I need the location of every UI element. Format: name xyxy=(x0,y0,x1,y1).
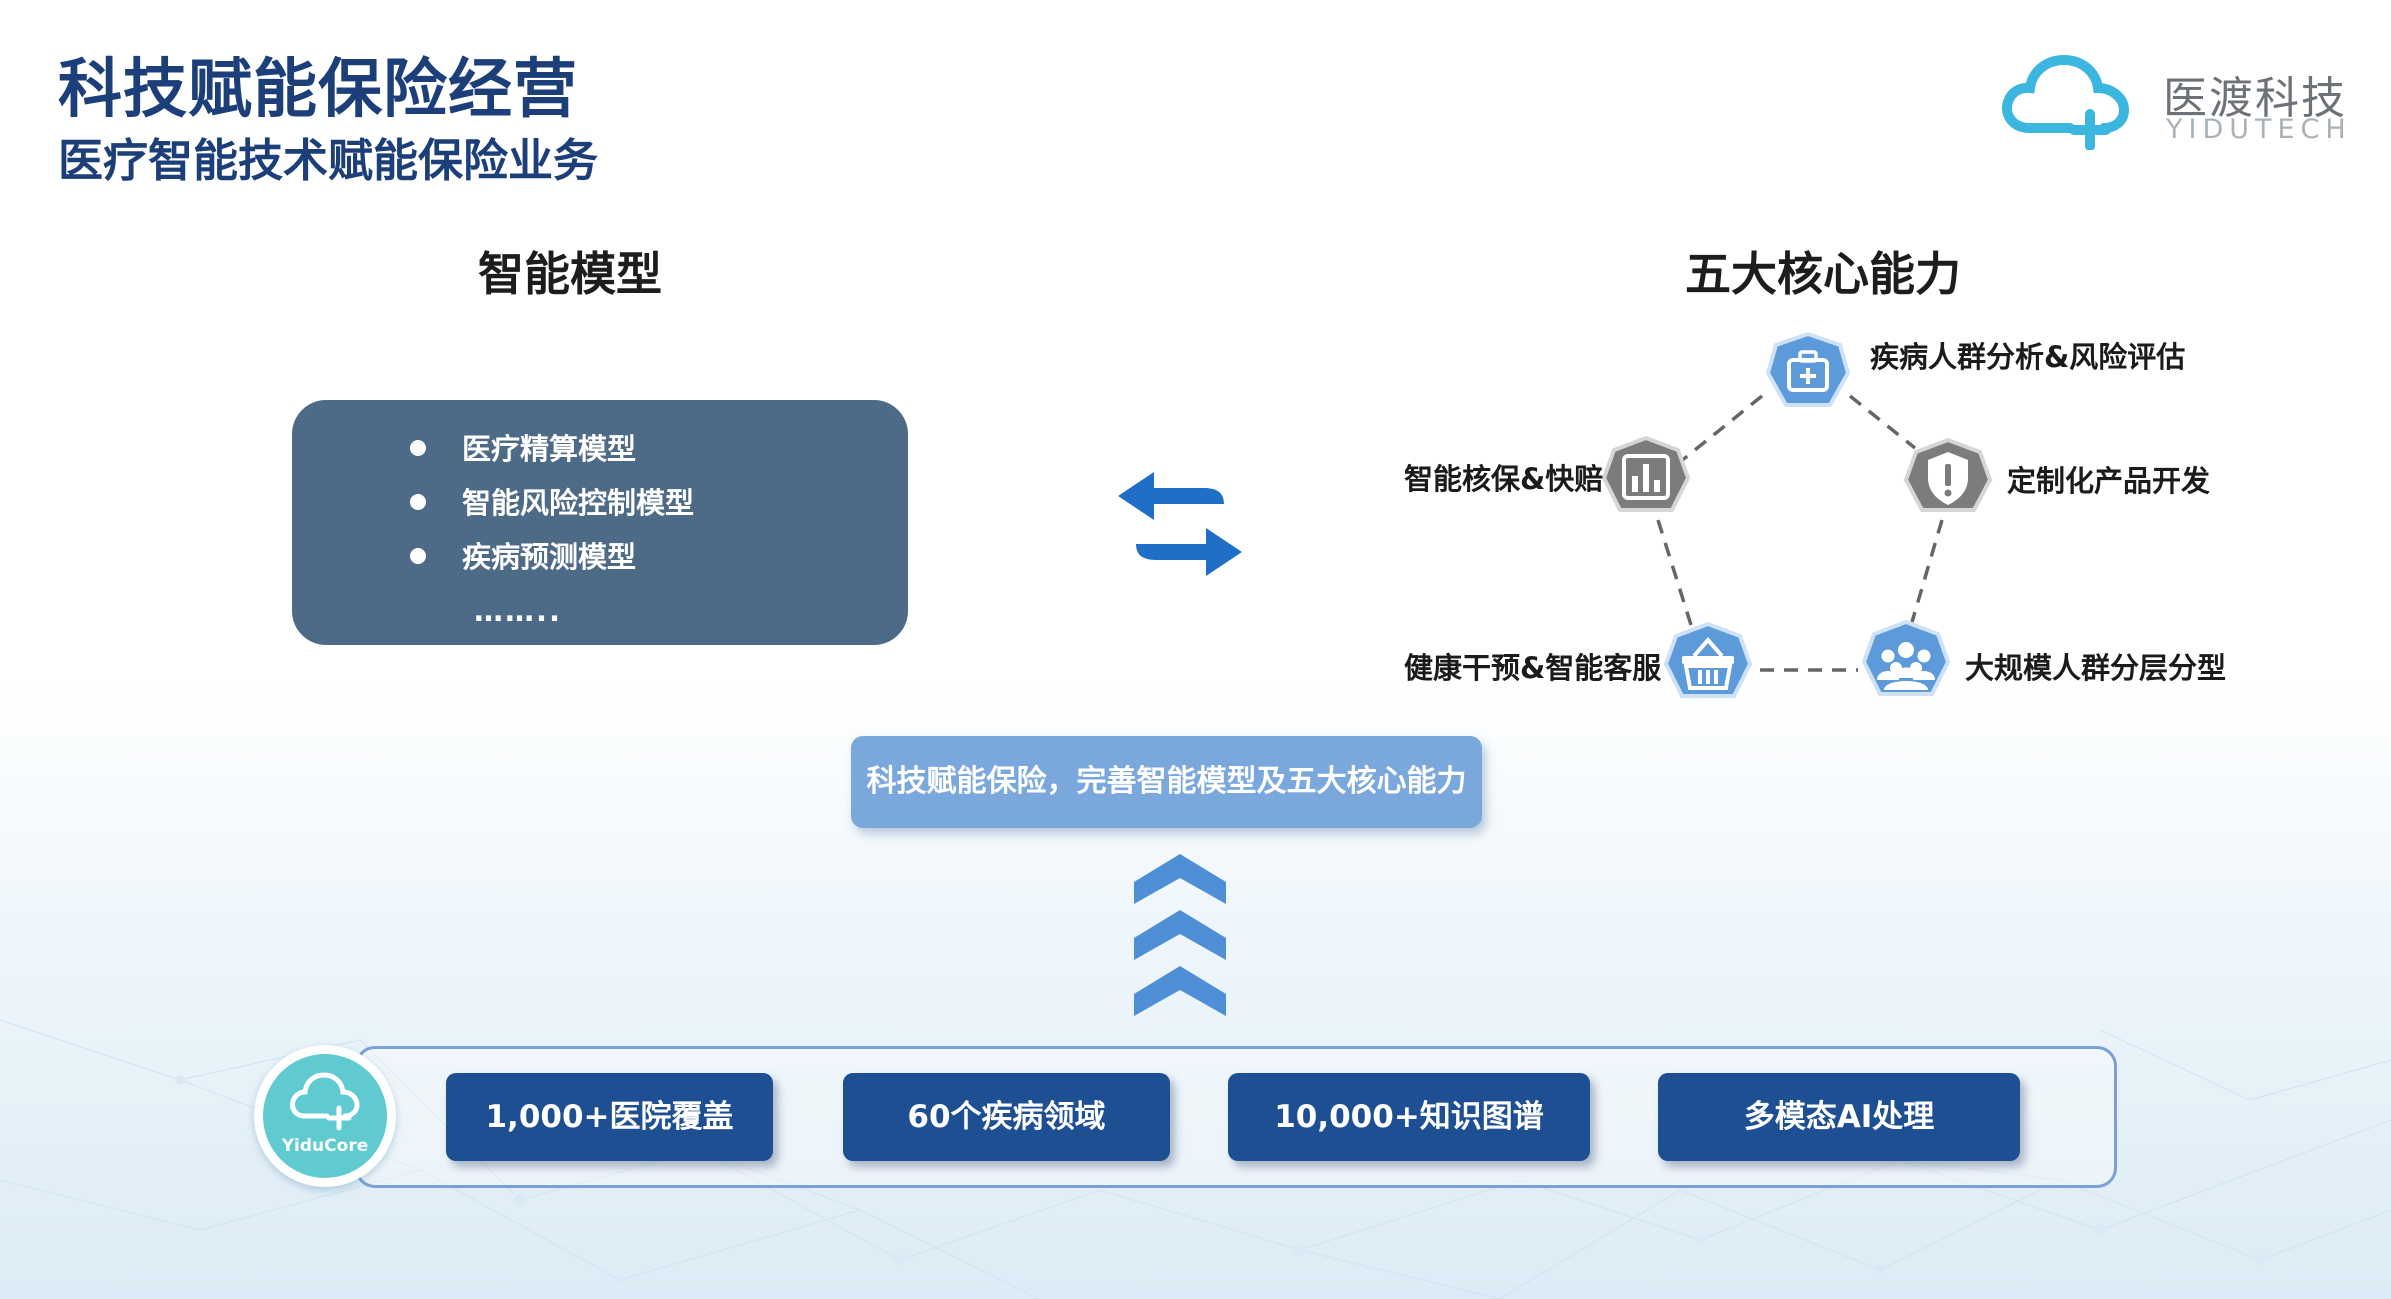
cloud-plus-icon xyxy=(290,1072,360,1131)
bar-chart-icon xyxy=(1622,454,1670,500)
page-title: 科技赋能保险经营 xyxy=(58,53,578,127)
bullet-icon xyxy=(410,548,426,564)
smart-models-title: 智能模型 xyxy=(478,247,662,301)
medical-kit-icon xyxy=(1787,350,1829,392)
smart-models-list: 医疗精算模型 智能风险控制模型 疾病预测模型 …….. xyxy=(410,422,694,638)
capability-label-3: 健康干预&智能客服 xyxy=(1404,651,1662,685)
core-abilities-title: 五大核心能力 xyxy=(1685,247,1961,301)
yiducore-logo-text: YiduCore xyxy=(281,1136,369,1156)
capability-label-4: 智能核保&快赔 xyxy=(1404,462,1604,496)
core-item-hospitals: 1,000+医院覆盖 xyxy=(446,1073,773,1161)
capabilities-network xyxy=(1601,331,1993,698)
list-item: 医疗精算模型 xyxy=(410,422,694,476)
smart-models-box xyxy=(292,400,908,645)
page-subtitle: 医疗智能技术赋能保险业务 xyxy=(58,134,599,187)
capability-label-2: 大规模人群分层分型 xyxy=(1965,651,2227,685)
core-item-knowledge-graph: 10,000+知识图谱 xyxy=(1228,1073,1590,1161)
capability-label-0: 疾病人群分析&风险评估 xyxy=(1870,340,2186,374)
summary-banner: 科技赋能保险，完善智能模型及五大核心能力 xyxy=(851,736,1482,828)
capability-node-1 xyxy=(1903,437,1993,512)
list-item: 智能风险控制模型 xyxy=(410,476,694,530)
capability-node-2 xyxy=(1861,619,1951,696)
capability-node-3 xyxy=(1663,621,1753,698)
bullet-icon xyxy=(410,440,426,456)
list-ellipsis: …….. xyxy=(474,594,563,628)
yiducore-logo: YiduCore xyxy=(254,1045,396,1187)
shield-alert-icon xyxy=(1928,452,1968,505)
capability-label-1: 定制化产品开发 xyxy=(2007,464,2211,498)
logo-name-cn: 医渡科技 xyxy=(2163,73,2347,124)
triple-chevron-up-icon xyxy=(1134,854,1226,1016)
core-item-multimodal-ai: 多模态AI处理 xyxy=(1658,1073,2020,1161)
core-item-diseases: 60个疾病领域 xyxy=(843,1073,1170,1161)
dashed-connectors xyxy=(1656,394,1944,672)
list-item: 疾病预测模型 xyxy=(410,530,694,584)
cloud-plus-icon xyxy=(2002,54,2130,150)
logo-name-en: YIDUTECH xyxy=(2166,114,2352,145)
shopping-basket-icon xyxy=(1682,636,1734,690)
exchange-arrows-icon xyxy=(1118,472,1242,576)
capability-node-0 xyxy=(1765,331,1851,407)
capability-node-4 xyxy=(1601,435,1691,512)
bullet-icon xyxy=(410,494,426,510)
people-group-icon xyxy=(1877,642,1935,690)
